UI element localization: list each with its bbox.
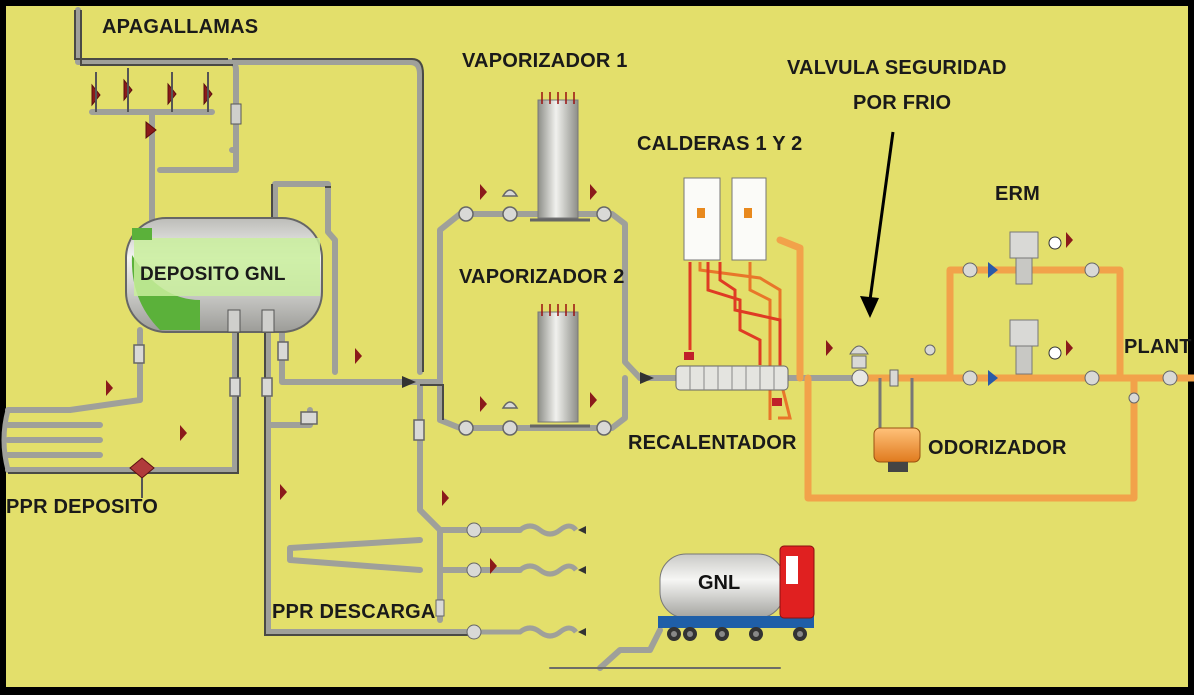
label-ppr-deposito: PPR DEPOSITO xyxy=(6,496,159,518)
hot-pipes xyxy=(688,262,782,365)
label-valvula-seguridad: VALVULA SEGURIDAD xyxy=(787,57,1007,79)
flow-arrows xyxy=(402,372,654,388)
erm-regulator-1[interactable] xyxy=(962,231,1100,285)
unloading-hoses xyxy=(470,523,578,639)
boiler-loop-pipes xyxy=(698,262,792,420)
vap2-outlet-valve[interactable] xyxy=(596,420,612,436)
label-apagallamas: APAGALLAMAS xyxy=(102,16,259,38)
callout-arrow-head xyxy=(860,296,879,318)
warm-pipes xyxy=(776,236,1194,502)
gnl-tanker-truck xyxy=(658,545,815,641)
label-odorizador: ODORIZADOR xyxy=(928,437,1067,459)
vaporizer-valves xyxy=(133,189,612,441)
unload-valve-1[interactable] xyxy=(466,522,482,538)
vap1-inlet-valve[interactable] xyxy=(458,206,474,222)
label-por-frio: POR FRIO xyxy=(853,92,952,114)
vaporizador-1[interactable] xyxy=(530,92,590,222)
label-vaporizador-2: VAPORIZADOR 2 xyxy=(459,266,625,288)
plant-outlet-valve[interactable] xyxy=(1162,370,1178,386)
unloading-arrows xyxy=(578,526,586,636)
unloading-valves xyxy=(435,522,482,640)
vap2-inlet-valve[interactable] xyxy=(458,420,474,436)
line-valves xyxy=(889,344,1178,404)
apagallamas-valve[interactable] xyxy=(230,103,242,125)
label-erm: ERM xyxy=(995,183,1041,205)
label-planta: PLANT xyxy=(1124,336,1192,358)
label-calderas: CALDERAS 1 Y 2 xyxy=(637,133,803,155)
label-ppr-descarga: PPR DESCARGA xyxy=(272,601,436,623)
cold-safety-valve[interactable] xyxy=(849,345,869,387)
ppr-deposito-heater[interactable] xyxy=(1,409,155,498)
unload-valve-3[interactable] xyxy=(466,624,482,640)
boiler-return-valve[interactable] xyxy=(684,352,694,360)
vap1-outlet-valve[interactable] xyxy=(596,206,612,222)
caldera-2[interactable] xyxy=(731,177,767,261)
pipe-outlines xyxy=(8,10,470,636)
label-gnl-truck: GNL xyxy=(698,572,741,594)
deposito-gnl-tank[interactable] xyxy=(125,217,323,333)
vaporizador-2[interactable] xyxy=(530,304,590,428)
label-recalentador: RECALENTADOR xyxy=(628,432,797,454)
callout-arrow-shaft xyxy=(868,131,895,301)
recalentador-heat-exchanger[interactable] xyxy=(675,365,789,391)
unload-valve-2[interactable] xyxy=(466,562,482,578)
label-deposito-gnl: DEPOSITO GNL xyxy=(140,264,286,285)
diagram-background xyxy=(6,6,1188,687)
label-vaporizador-1: VAPORIZADOR 1 xyxy=(462,50,628,72)
boiler-supply-valve[interactable] xyxy=(772,398,782,406)
odorizador-unit[interactable] xyxy=(873,378,921,472)
relief-valves xyxy=(106,184,1073,574)
vap2-isolation-valve[interactable] xyxy=(502,420,518,436)
erm-regulator-2[interactable] xyxy=(962,319,1100,386)
caldera-1[interactable] xyxy=(683,177,721,261)
flame-arrester-group xyxy=(91,68,242,140)
vap1-isolation-valve[interactable] xyxy=(502,206,518,222)
